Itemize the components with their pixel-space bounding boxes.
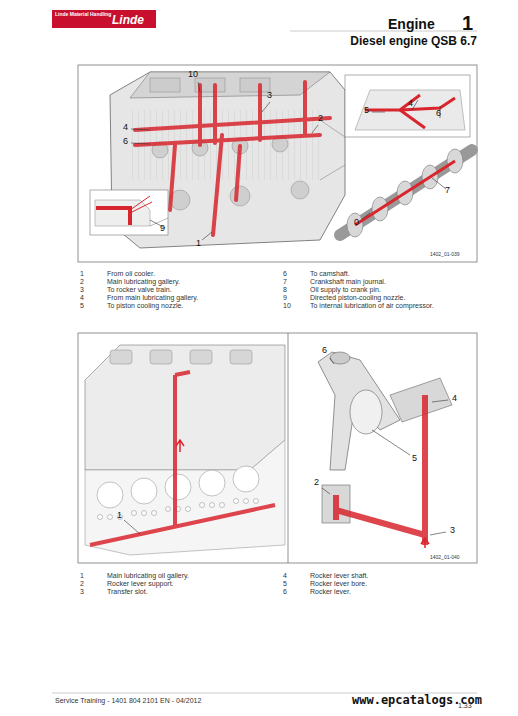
legend-text: To camshaft. bbox=[310, 270, 350, 278]
legend-text: To piston cooling nozzle. bbox=[107, 302, 183, 310]
legend-text: From oil cooler. bbox=[107, 270, 155, 278]
callout-number: 6 bbox=[123, 137, 128, 147]
callout-number: 5 bbox=[412, 454, 417, 464]
chapter-title: Engine bbox=[388, 17, 435, 32]
legend-text: Main lubricating gallery. bbox=[107, 278, 180, 286]
callout-number: 2 bbox=[318, 114, 323, 124]
callout-number: 3 bbox=[267, 91, 272, 101]
cylinder-head bbox=[85, 345, 285, 470]
rocker-lever-bore bbox=[350, 390, 382, 434]
callout-number: 7 bbox=[445, 186, 450, 196]
callout-number: 2 bbox=[314, 478, 319, 488]
legend-text: To internal lubrication of air compresso… bbox=[310, 302, 434, 310]
callout-number: 1 bbox=[117, 511, 122, 521]
legend-number: 4 bbox=[80, 294, 84, 302]
brand-logo: Linde bbox=[112, 14, 144, 27]
page-title: Diesel engine QSB 6.7 bbox=[350, 35, 477, 48]
legend-text: Rocker lever support. bbox=[107, 580, 174, 588]
legend-text: Transfer slot. bbox=[107, 588, 148, 596]
footer-text: Service Training - 1401 804 2101 EN - 04… bbox=[55, 697, 201, 705]
callout-number: 0 bbox=[354, 218, 359, 228]
legend-number: 2 bbox=[80, 580, 84, 588]
legend-number: 10 bbox=[283, 302, 291, 310]
legend-number: 6 bbox=[283, 270, 287, 278]
legend-number: 5 bbox=[80, 302, 84, 310]
head-gasket bbox=[85, 440, 285, 555]
chapter-number: 1 bbox=[462, 12, 473, 34]
brand-text: Linde Material Handling bbox=[55, 12, 111, 18]
legend-number: 9 bbox=[283, 294, 287, 302]
callout-number: 3 bbox=[450, 526, 455, 536]
callout-number: 10 bbox=[188, 70, 198, 80]
legend-number: 3 bbox=[80, 286, 84, 294]
legend-number: 7 bbox=[283, 278, 287, 286]
page-number: 1.33 bbox=[458, 702, 472, 710]
callout-number: 1 bbox=[196, 239, 201, 249]
legend-text: From main lubricating gallery. bbox=[107, 294, 198, 302]
legend-number: 4 bbox=[283, 572, 287, 580]
rocker-lever bbox=[318, 352, 400, 470]
legend-number: 6 bbox=[283, 588, 287, 596]
legend-text: Main lubricating oil gallery. bbox=[107, 572, 189, 580]
legend-text: Rocker lever. bbox=[310, 588, 351, 596]
legend-text: Oil supply to crank pin. bbox=[310, 286, 381, 294]
callout-number: 6 bbox=[322, 346, 327, 356]
figure-number: 1402_01-040 bbox=[430, 555, 459, 561]
callout-number: 9 bbox=[160, 224, 165, 234]
legend-number: 1 bbox=[80, 572, 84, 580]
legend-text: Crankshaft main journal. bbox=[310, 278, 386, 286]
legend-number: 3 bbox=[80, 588, 84, 596]
legend-number: 1 bbox=[80, 270, 84, 278]
callout-number: 4 bbox=[408, 99, 413, 109]
legend-number: 5 bbox=[283, 580, 287, 588]
legend-number: 8 bbox=[283, 286, 287, 294]
rocker-support bbox=[322, 485, 350, 523]
figure-frame bbox=[78, 333, 477, 563]
legend-number: 2 bbox=[80, 278, 84, 286]
figure-number: 1402_01-039 bbox=[430, 252, 459, 258]
legend-text: Rocker lever bore. bbox=[310, 580, 367, 588]
logo-bar bbox=[52, 10, 156, 28]
callout-number: 4 bbox=[452, 394, 457, 404]
legend-text: To rocker valve train. bbox=[107, 286, 172, 294]
callout-number: 5 bbox=[364, 106, 369, 116]
legend-text: Rocker lever shaft. bbox=[310, 572, 368, 580]
rocker-shaft bbox=[390, 378, 452, 422]
legend-text: Directed piston-cooling nozzle. bbox=[310, 294, 405, 302]
figure-frame bbox=[78, 65, 477, 262]
callout-number: 4 bbox=[123, 123, 128, 133]
callout-number: 6 bbox=[436, 109, 441, 119]
